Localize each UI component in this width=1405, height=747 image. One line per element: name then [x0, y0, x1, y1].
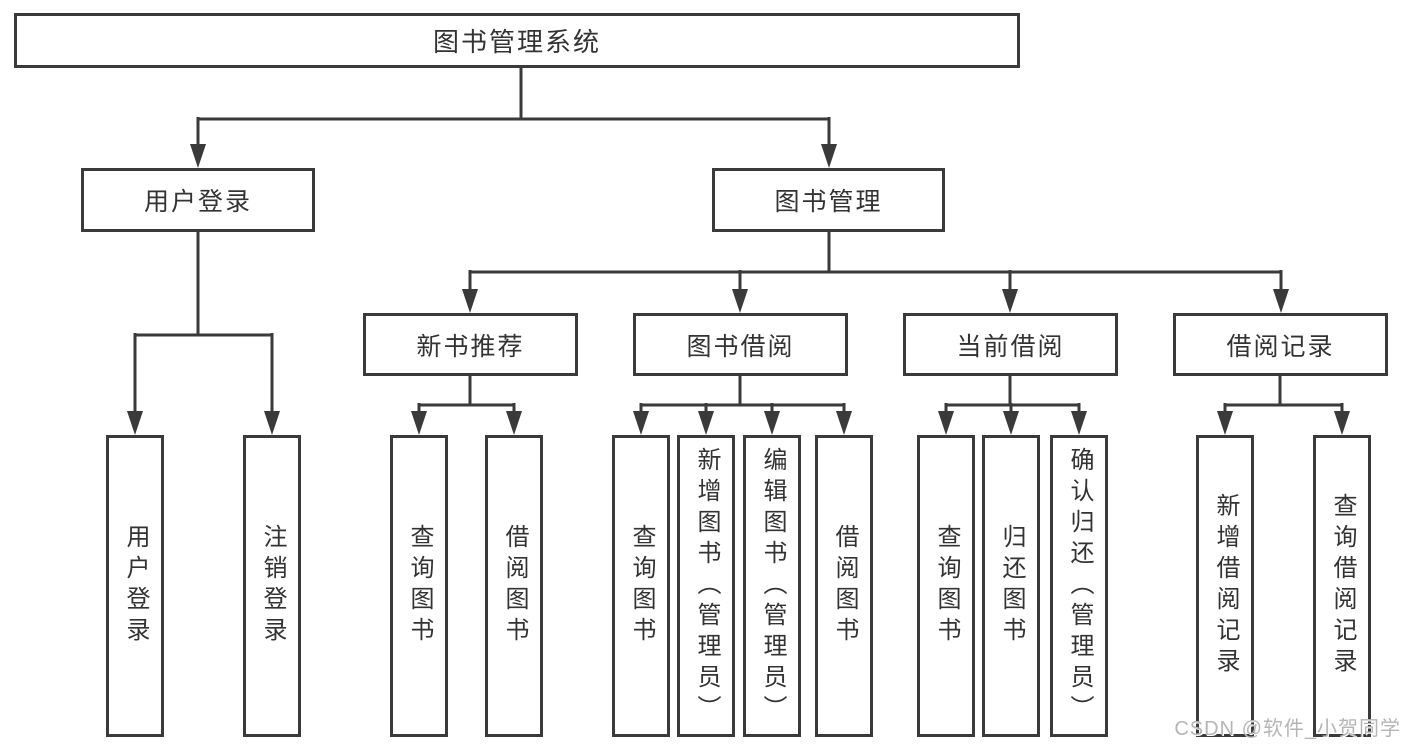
leaf-current-query-label: 查询图书 — [933, 524, 960, 648]
leaf-borrow-book: 借阅图书 — [815, 435, 873, 737]
csdn-watermark: CSDN @软件_小贺同学 — [1174, 718, 1401, 740]
node-user-login: 用户登录 — [81, 168, 315, 232]
leaf-user-login-label: 用户登录 — [122, 524, 149, 648]
leaf-borrow-edit-admin: 编辑图书（管理员） — [743, 435, 801, 737]
leaf-record-add-label: 新增借阅记录 — [1212, 493, 1239, 679]
leaf-current-confirm-admin: 确认归还（管理员） — [1050, 435, 1108, 737]
node-current-borrow: 当前借阅 — [903, 313, 1118, 376]
leaf-current-return-label: 归还图书 — [998, 524, 1025, 648]
leaf-borrow-add-admin-label: 新增图书（管理员） — [693, 446, 720, 726]
leaf-borrow-edit-admin-label: 编辑图书（管理员） — [759, 446, 786, 726]
leaf-newbook-query: 查询图书 — [390, 435, 448, 737]
leaf-borrow-add-admin: 新增图书（管理员） — [677, 435, 735, 737]
node-borrow-record: 借阅记录 — [1173, 313, 1388, 376]
leaf-logout: 注销登录 — [243, 435, 301, 737]
leaf-user-login: 用户登录 — [106, 435, 164, 737]
leaf-newbook-query-label: 查询图书 — [406, 524, 433, 648]
leaf-current-query: 查询图书 — [917, 435, 975, 737]
leaf-newbook-borrow: 借阅图书 — [485, 435, 543, 737]
leaf-current-return: 归还图书 — [982, 435, 1040, 737]
leaf-logout-label: 注销登录 — [259, 524, 286, 648]
leaf-borrow-query-label: 查询图书 — [628, 524, 655, 648]
node-new-book-recommend: 新书推荐 — [363, 313, 578, 376]
leaf-borrow-book-label: 借阅图书 — [831, 524, 858, 648]
node-book-borrow: 图书借阅 — [633, 313, 848, 376]
node-root-system: 图书管理系统 — [14, 13, 1020, 68]
leaf-current-confirm-admin-label: 确认归还（管理员） — [1066, 446, 1093, 726]
leaf-borrow-query: 查询图书 — [612, 435, 670, 737]
leaf-record-query: 查询借阅记录 — [1313, 435, 1371, 737]
leaf-record-query-label: 查询借阅记录 — [1329, 493, 1356, 679]
leaf-record-add: 新增借阅记录 — [1196, 435, 1254, 737]
node-book-management: 图书管理 — [712, 168, 945, 232]
leaf-newbook-borrow-label: 借阅图书 — [501, 524, 528, 648]
